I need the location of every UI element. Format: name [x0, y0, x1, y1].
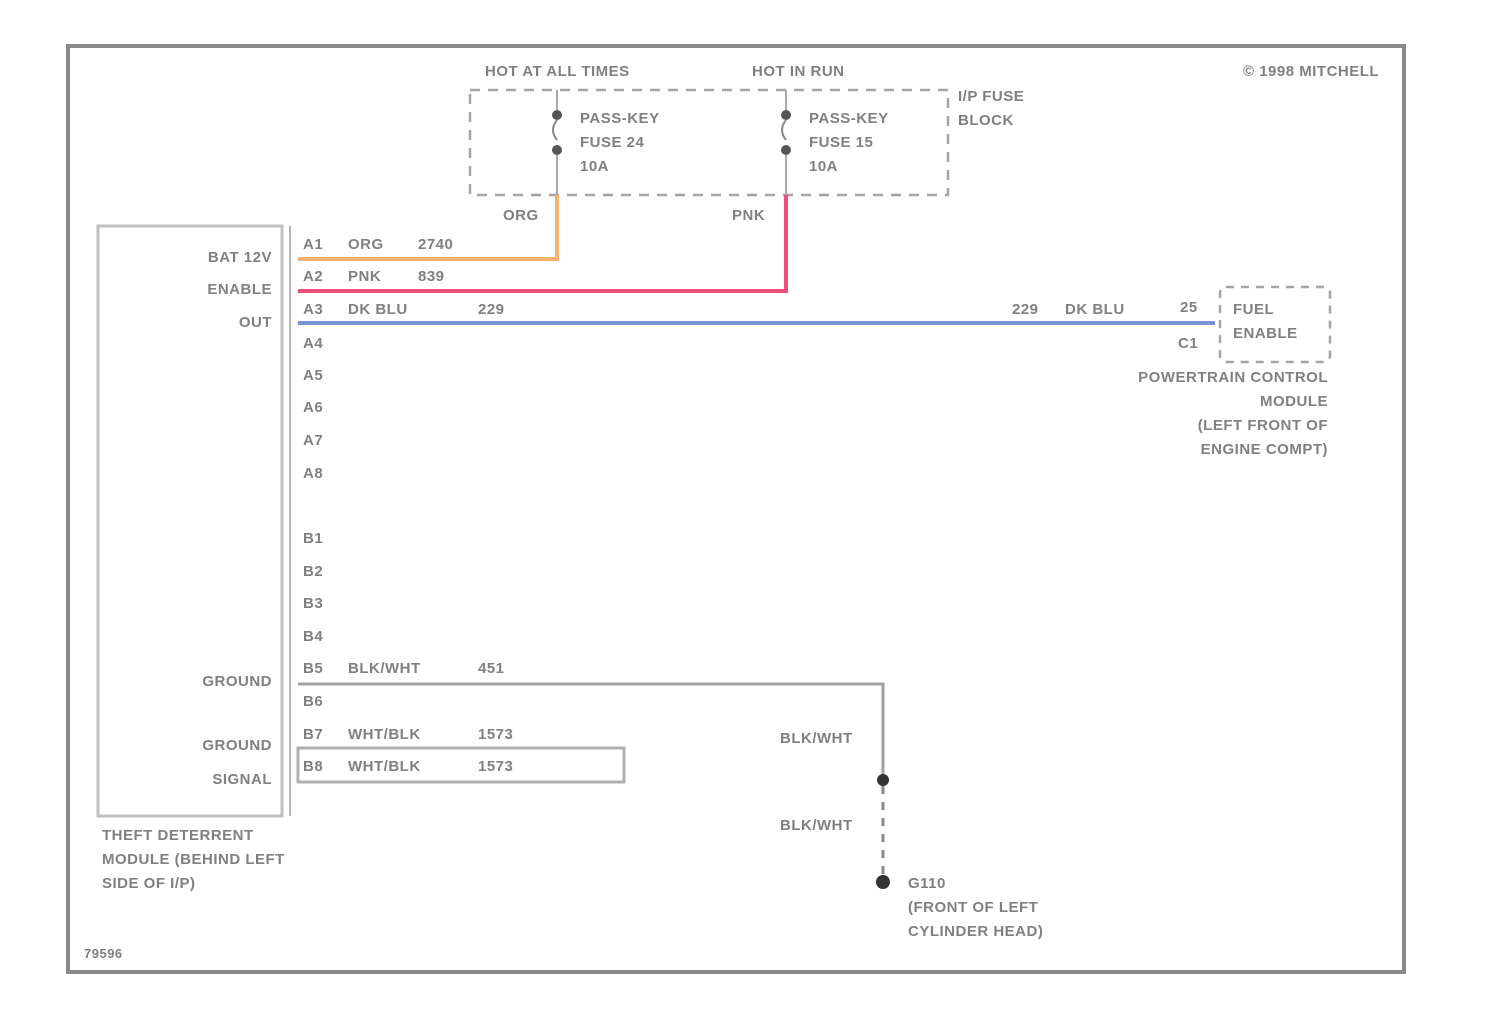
fuse-terminal-icon: [552, 110, 562, 120]
fuse-label: FUSE 15: [809, 134, 874, 151]
wire-color-label: WHT/BLK: [348, 726, 421, 743]
theft-module-outline: [96, 224, 284, 818]
wire-color-label: BLK/WHT: [780, 730, 853, 747]
wire-color-label: ORG: [503, 207, 539, 224]
splice-icon: [877, 774, 889, 786]
pin-id: A7: [303, 432, 324, 449]
copyright: © 1998 MITCHELL: [1243, 63, 1380, 80]
circuit-number: 1573: [478, 726, 514, 743]
pcm-caption: POWERTRAIN CONTROL: [1138, 369, 1328, 386]
pcm-box-label: ENABLE: [1233, 325, 1298, 342]
pin-function-label: ENABLE: [207, 281, 272, 298]
pin-id: B1: [303, 530, 324, 547]
pcm-caption: (LEFT FRONT OF: [1197, 417, 1328, 434]
circuit-number: 1573: [478, 758, 514, 775]
pin-function-label: GROUND: [202, 737, 272, 754]
signal-loop-wire: [296, 746, 626, 784]
wire-color-label: BLK/WHT: [780, 817, 853, 834]
fuse-label: FUSE 24: [580, 134, 645, 151]
hot-at-all-times-label: HOT AT ALL TIMES: [485, 63, 630, 80]
pin-function-label: GROUND: [202, 673, 272, 690]
connector-id: C1: [1178, 335, 1199, 352]
fuse-label: PASS-KEY: [580, 110, 660, 127]
pin-id: B7: [303, 726, 324, 743]
pin-id: A1: [303, 236, 324, 253]
pcm-box-label: FUEL: [1233, 301, 1275, 318]
wire-color-label: DK BLU: [1065, 301, 1125, 318]
fuse-block-label: BLOCK: [958, 112, 1014, 129]
pcm-caption: ENGINE COMPT): [1200, 441, 1328, 458]
wire-color-label: WHT/BLK: [348, 758, 421, 775]
fuse-rating: 10A: [809, 158, 839, 175]
pin-id: A4: [303, 335, 324, 352]
circuit-number: 229: [1012, 301, 1039, 318]
fuse-terminal-icon: [552, 145, 562, 155]
pcm-outline: [1218, 285, 1332, 364]
pin-id: B4: [303, 628, 324, 645]
pin-id: B5: [303, 660, 324, 677]
fuse-rating: 10A: [580, 158, 610, 175]
pin-function-label: OUT: [238, 314, 272, 331]
wire-color-label: PNK: [348, 268, 382, 285]
pin-id: B2: [303, 563, 324, 580]
pin-id: A6: [303, 399, 324, 416]
pin-id: A8: [303, 465, 324, 482]
pink-wire: [298, 195, 788, 293]
ground-id: G110: [908, 875, 946, 892]
pin-function-label: BAT 12V: [207, 249, 272, 266]
wire-color-label: BLK/WHT: [348, 660, 421, 677]
pin-id: A2: [303, 268, 324, 285]
fuse-terminal-icon: [781, 110, 791, 120]
figure-id: 79596: [84, 946, 123, 961]
ground-caption: CYLINDER HEAD): [908, 923, 1044, 940]
pin-function-label: SIGNAL: [212, 771, 272, 788]
fuse-terminal-icon: [781, 145, 791, 155]
ground-caption: (FRONT OF LEFT: [908, 899, 1039, 916]
module-caption: SIDE OF I/P): [102, 875, 196, 892]
orange-wire: [298, 195, 559, 261]
circuit-number: 229: [478, 301, 505, 318]
circuit-number: 2740: [418, 236, 454, 253]
circuit-number: 839: [418, 268, 445, 285]
circuit-number: 451: [478, 660, 505, 677]
pin-id: B8: [303, 758, 324, 775]
wire-color-label: ORG: [348, 236, 384, 253]
pin-id: B6: [303, 693, 324, 710]
fuse-block-label: I/P FUSE: [958, 88, 1025, 105]
fuse-icon: [781, 119, 787, 141]
pin-id: 25: [1180, 299, 1198, 316]
wire-color-label: DK BLU: [348, 301, 408, 318]
hot-in-run-label: HOT IN RUN: [752, 63, 845, 80]
ground-point-icon: [876, 875, 890, 889]
fuse-block-outline: [468, 88, 950, 197]
pcm-caption: MODULE: [1260, 393, 1328, 410]
fuse-icon: [552, 119, 558, 141]
pin-id: B3: [303, 595, 324, 612]
module-caption: MODULE (BEHIND LEFT: [102, 851, 285, 868]
wire-color-label: PNK: [732, 207, 766, 224]
pin-id: A3: [303, 301, 324, 318]
module-caption: THEFT DETERRENT: [102, 827, 254, 844]
ground-wire: [298, 682, 885, 780]
fuse-label: PASS-KEY: [809, 110, 889, 127]
pin-id: A5: [303, 367, 324, 384]
